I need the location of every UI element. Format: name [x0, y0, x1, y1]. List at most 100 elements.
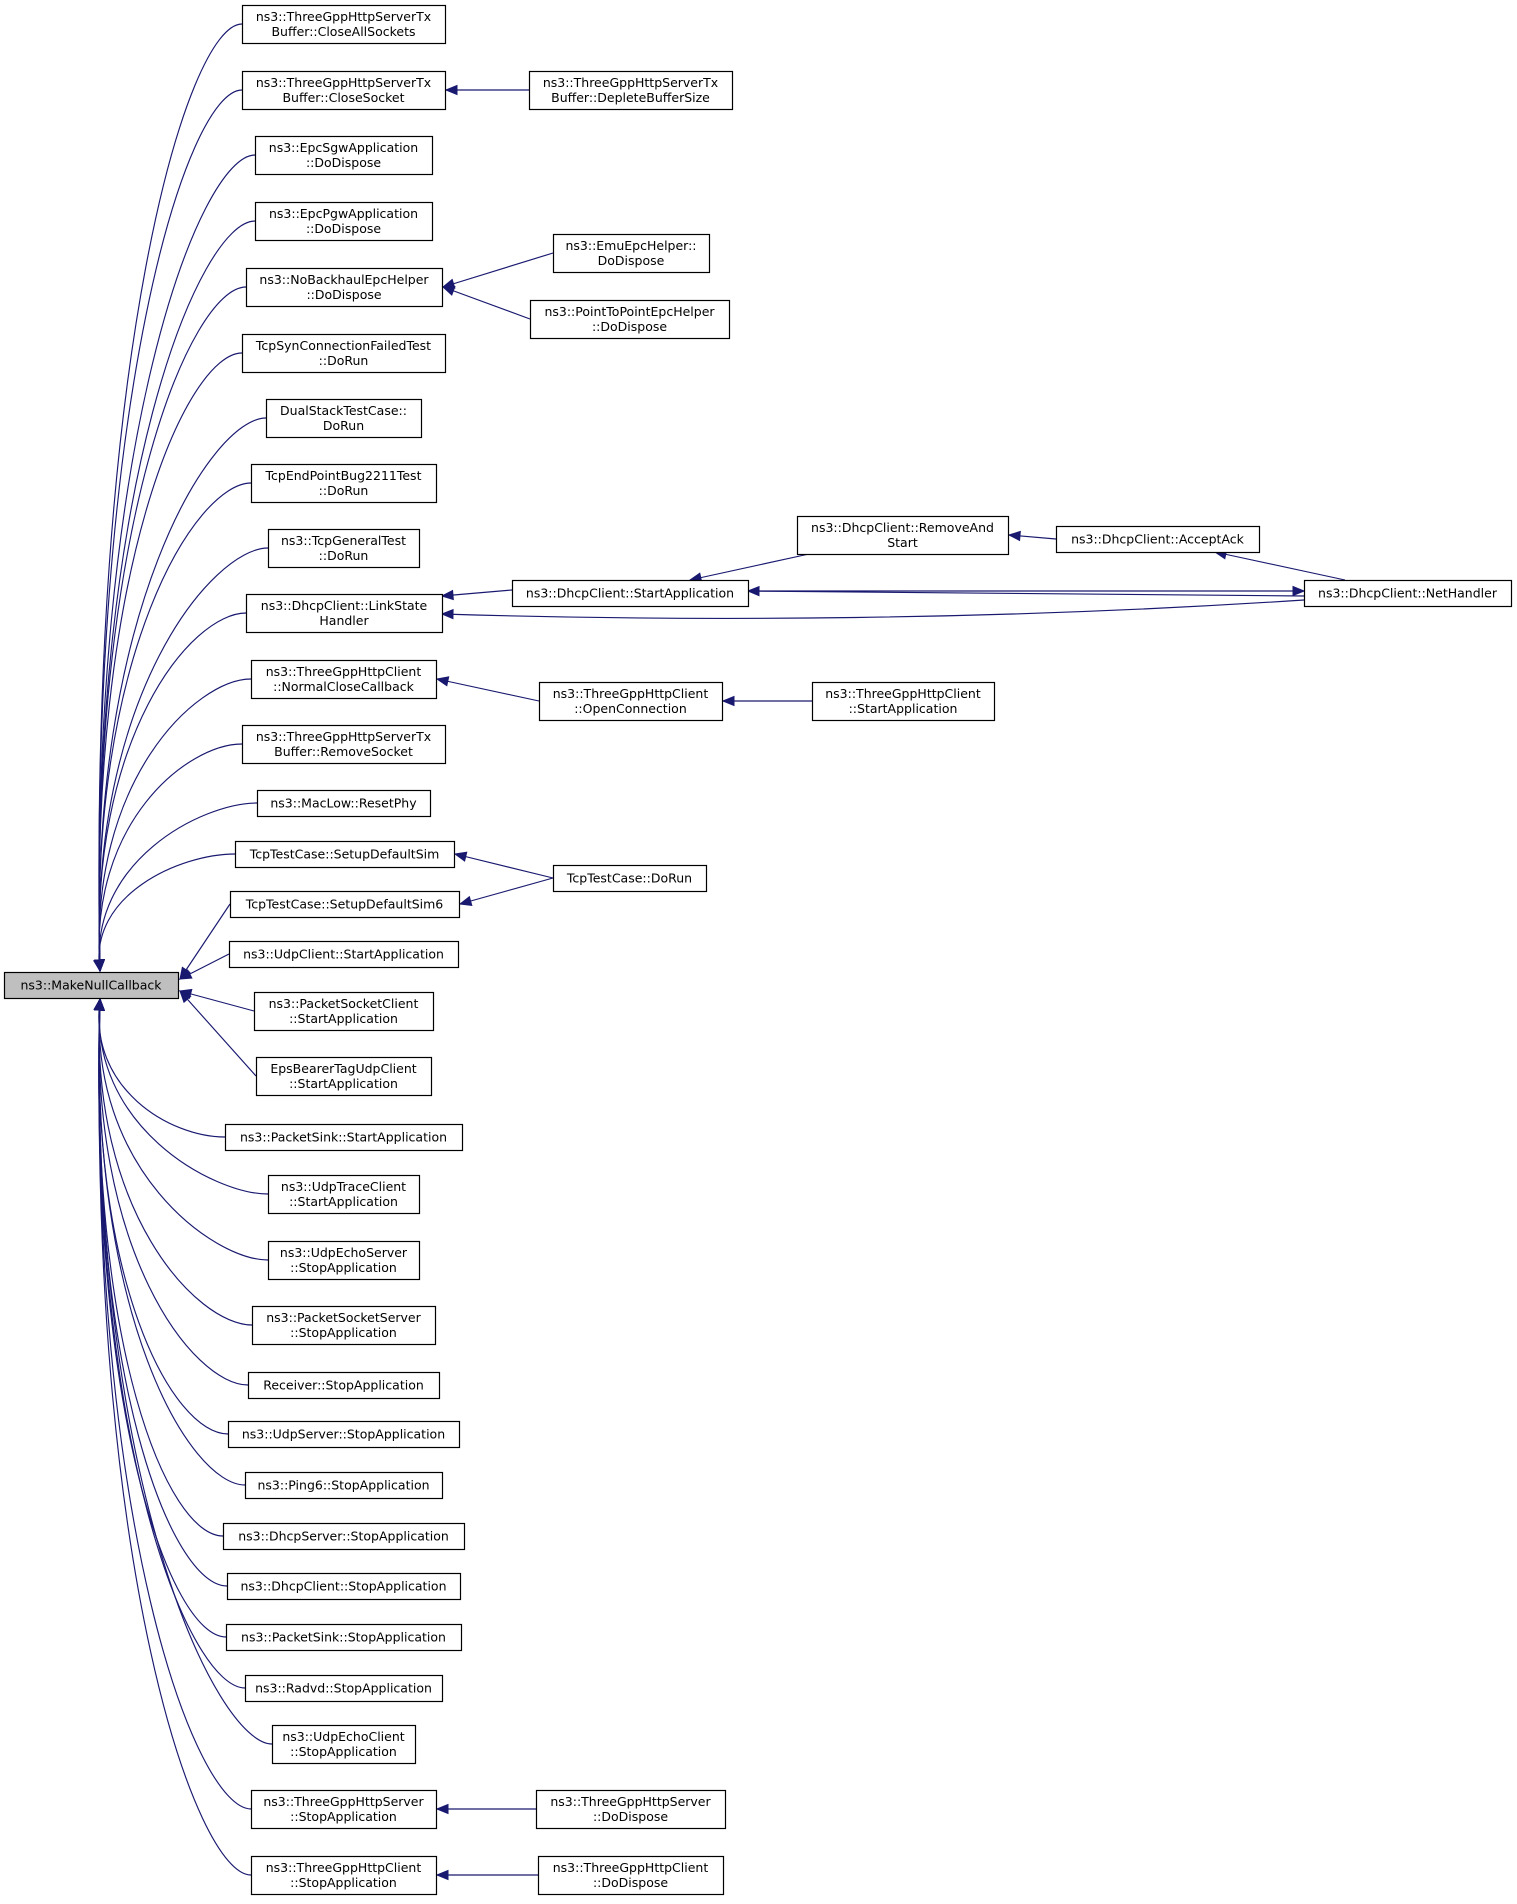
- node-label: ns3::DhcpClient::StopApplication: [240, 1579, 446, 1594]
- node-label: ::DoDispose: [592, 319, 667, 334]
- node-box: [552, 864, 708, 893]
- function-node[interactable]: ns3::ThreeGppHttpClient::StopApplication: [250, 1855, 438, 1896]
- function-node[interactable]: ns3::ThreeGppHttpServerTxBuffer::CloseAl…: [241, 4, 447, 45]
- node-box: [538, 681, 724, 722]
- node-box: [267, 1174, 421, 1215]
- arrowhead: [93, 958, 104, 973]
- function-node[interactable]: ns3::ThreeGppHttpServerTxBuffer::RemoveS…: [241, 724, 447, 765]
- call-edge: [458, 877, 554, 906]
- node-box: [251, 1305, 437, 1346]
- function-node[interactable]: ns3::ThreeGppHttpServer::StopApplication: [250, 1789, 438, 1830]
- function-node[interactable]: ns3::ThreeGppHttpClient::NormalCloseCall…: [250, 659, 438, 700]
- node-label: ns3::DhcpClient::LinkState: [261, 598, 428, 613]
- function-node[interactable]: TcpTestCase::DoRun: [552, 864, 708, 893]
- function-node[interactable]: ns3::PacketSink::StartApplication: [224, 1123, 464, 1152]
- node-label: DoRun: [323, 418, 364, 433]
- call-edge: [94, 997, 253, 1326]
- function-node[interactable]: ns3::ThreeGppHttpServerTxBuffer::Deplete…: [528, 70, 734, 111]
- node-label: ::StartApplication: [289, 1194, 398, 1209]
- function-node[interactable]: ns3::ThreeGppHttpServer::DoDispose: [535, 1789, 727, 1830]
- node-label: ns3::MakeNullCallback: [21, 978, 163, 993]
- call-edge: [721, 695, 812, 707]
- node-box: [552, 233, 711, 274]
- function-node[interactable]: ns3::ThreeGppHttpClient::StartApplicatio…: [811, 681, 996, 722]
- edge-line: [179, 990, 257, 1077]
- arrowhead: [444, 84, 458, 96]
- node-box: [528, 70, 734, 111]
- function-node[interactable]: DualStackTestCase::DoRun: [265, 398, 423, 439]
- node-label: ns3::ThreeGppHttpServerTx: [256, 75, 431, 90]
- node-label: ns3::ThreeGppHttpClient: [825, 686, 981, 701]
- function-node[interactable]: ns3::UdpTraceClient::StartApplication: [267, 1174, 421, 1215]
- node-label: ns3::DhcpServer::StopApplication: [238, 1529, 449, 1544]
- function-node[interactable]: TcpEndPointBug2211Test::DoRun: [250, 463, 438, 504]
- function-node[interactable]: TcpSynConnectionFailedTest::DoRun: [241, 333, 447, 374]
- node-label: Handler: [319, 613, 369, 628]
- function-node[interactable]: ns3::DhcpServer::StopApplication: [222, 1522, 466, 1551]
- edge-line: [436, 678, 540, 702]
- node-box: [535, 1789, 727, 1830]
- call-edge: [94, 997, 252, 1876]
- function-node[interactable]: ns3::MacLow::ResetPhy: [256, 789, 432, 818]
- function-node[interactable]: ns3::PointToPointEpcHelper::DoDispose: [529, 299, 731, 340]
- function-node[interactable]: ns3::DhcpClient::NetHandler: [1303, 579, 1513, 608]
- edge-line: [1214, 551, 1346, 581]
- function-node[interactable]: ns3::PacketSocketServer::StopApplication: [251, 1305, 437, 1346]
- node-label: DualStackTestCase::: [280, 403, 407, 418]
- function-node[interactable]: ns3::NoBackhaulEpcHelper::DoDispose: [245, 267, 444, 308]
- function-node[interactable]: ns3::DhcpClient::StartApplication: [511, 579, 750, 608]
- edge-line: [98, 612, 247, 972]
- call-edge: [435, 1869, 538, 1881]
- arrowhead: [458, 895, 473, 906]
- call-edge: [93, 743, 243, 973]
- node-box: [234, 840, 456, 869]
- edge-line: [179, 903, 231, 980]
- node-box: [226, 1572, 462, 1601]
- function-node[interactable]: ns3::UdpEchoClient::StopApplication: [271, 1724, 417, 1765]
- function-node[interactable]: ns3::EmuEpcHelper::DoDispose: [552, 233, 711, 274]
- function-node[interactable]: ns3::ThreeGppHttpClient::OpenConnection: [538, 681, 724, 722]
- node-label: ::StartApplication: [289, 1076, 398, 1091]
- node-label: TcpTestCase::SetupDefaultSim6: [245, 897, 444, 912]
- function-node[interactable]: ns3::EpcPgwApplication::DoDispose: [254, 201, 434, 242]
- function-node[interactable]: TcpTestCase::SetupDefaultSim6: [229, 890, 461, 919]
- node-label: ::StopApplication: [290, 1744, 397, 1759]
- call-edge: [440, 599, 1305, 620]
- function-node[interactable]: ns3::ThreeGppHttpServerTxBuffer::CloseSo…: [241, 70, 447, 111]
- root-node[interactable]: ns3::MakeNullCallback: [3, 971, 180, 1000]
- function-node[interactable]: ns3::UdpEchoServer::StopApplication: [267, 1240, 421, 1281]
- function-node[interactable]: Receiver::StopApplication: [247, 1371, 441, 1400]
- node-label: ns3::UdpEchoServer: [280, 1245, 408, 1260]
- node-label: DoDispose: [598, 253, 665, 268]
- node-box: [227, 1420, 461, 1449]
- function-node[interactable]: TcpTestCase::SetupDefaultSim: [234, 840, 456, 869]
- node-box: [224, 1123, 464, 1152]
- function-node[interactable]: ns3::EpcSgwApplication::DoDispose: [254, 135, 434, 176]
- edge-line: [98, 998, 228, 1587]
- function-node[interactable]: ns3::TcpGeneralTest::DoRun: [267, 528, 421, 569]
- arrowhead: [1292, 585, 1306, 597]
- function-node[interactable]: ns3::PacketSink::StopApplication: [225, 1623, 463, 1652]
- function-node[interactable]: ns3::PacketSocketClient::StartApplicatio…: [253, 991, 435, 1032]
- call-edge: [453, 851, 554, 879]
- call-edge: [1213, 549, 1346, 581]
- node-box: [253, 991, 435, 1032]
- function-node[interactable]: ns3::ThreeGppHttpClient::DoDispose: [537, 1855, 725, 1896]
- function-node[interactable]: ns3::UdpServer::StopApplication: [227, 1420, 461, 1449]
- function-node[interactable]: ns3::DhcpClient::AcceptAck: [1055, 525, 1261, 554]
- function-node[interactable]: ns3::Ping6::StopApplication: [244, 1471, 444, 1500]
- call-edge: [94, 352, 243, 973]
- call-edge: [440, 589, 513, 601]
- function-node[interactable]: ns3::Radvd::StopApplication: [244, 1674, 444, 1703]
- arrowhead: [435, 1869, 449, 1881]
- call-edge: [179, 903, 231, 981]
- function-node[interactable]: ns3::DhcpClient::StopApplication: [226, 1572, 462, 1601]
- function-node[interactable]: EpsBearerTagUdpClient::StartApplication: [255, 1056, 433, 1097]
- node-label: ::StopApplication: [290, 1809, 397, 1824]
- function-node[interactable]: ns3::UdpClient::StartApplication: [228, 940, 460, 969]
- edge-line: [98, 998, 253, 1326]
- call-edge: [93, 853, 236, 973]
